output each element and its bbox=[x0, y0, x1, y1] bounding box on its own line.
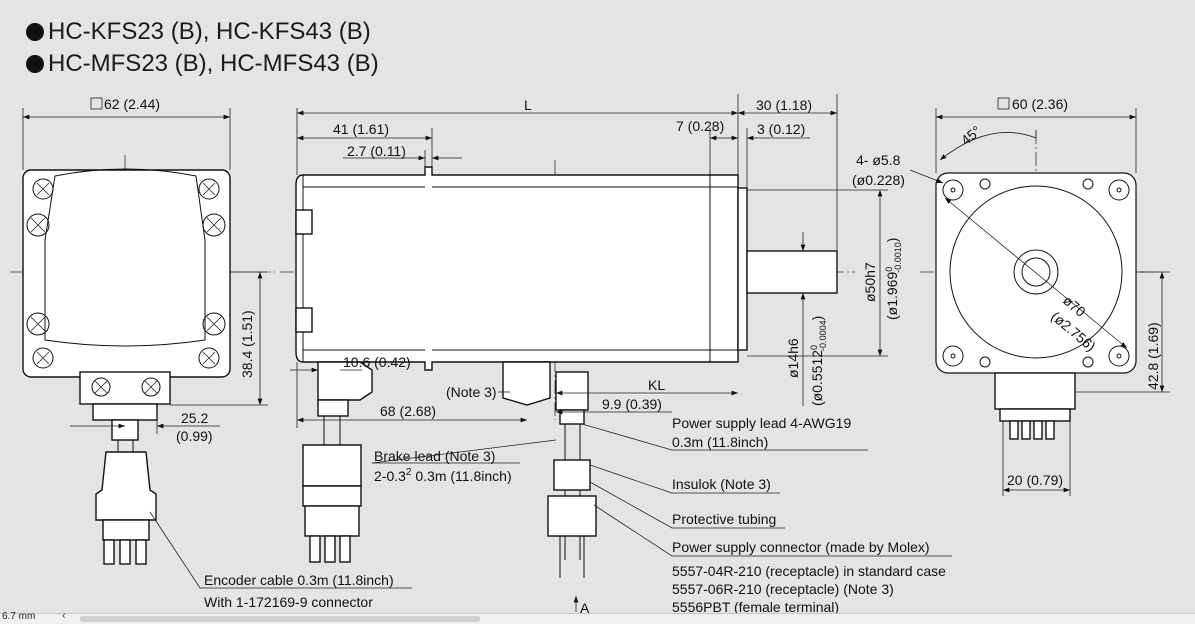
connector-part-3: 5556PBT (female terminal) bbox=[672, 599, 839, 613]
title-line-1: HC-KFS23 (B), HC-KFS43 (B) bbox=[26, 16, 379, 48]
dim-front-width: 62 (2.44) bbox=[104, 96, 160, 112]
dim-30: 30 (1.18) bbox=[756, 97, 812, 113]
encoder-end-view: 62 (2.44) 38.4 (1.51) 25.2 (0.99) bbox=[10, 96, 412, 589]
dim-phi-1969: (ø1.9690-0.0010) bbox=[884, 238, 903, 320]
brake-lead-label: Brake lead (Note 3) bbox=[374, 448, 495, 464]
dim-KL: KL bbox=[648, 377, 665, 393]
dim-L: L bbox=[524, 97, 532, 113]
dim-flange-width: 60 (2.36) bbox=[1012, 96, 1068, 112]
bullet-icon bbox=[26, 23, 44, 41]
dim-10-6: 10.6 (0.42) bbox=[343, 354, 411, 370]
dim-68: 68 (2.68) bbox=[380, 403, 436, 419]
dim-25-2: 25.2 bbox=[181, 410, 208, 426]
angle-45: 45° bbox=[958, 122, 985, 148]
side-view: A L 41 (1.61) 2.7 (0.11) 30 (1.18) 7 (0.… bbox=[280, 94, 952, 613]
dim-0-99: (0.99) bbox=[176, 428, 213, 444]
brake-lead-spec: 2-0.32 0.3m (11.8inch) bbox=[374, 467, 512, 484]
mounting-screw-icon bbox=[26, 178, 226, 369]
flange-end-view: 45° ø70 (ø2.756) 4- ø5.8 (ø0.228) 60 (2.… bbox=[852, 96, 1170, 496]
hole-size: 4- ø5.8 bbox=[856, 152, 901, 168]
connector-part-2: 5557-06R-210 (receptacle) (Note 3) bbox=[672, 581, 894, 597]
title-mfs: HC-MFS23 (B), HC-MFS43 (B) bbox=[48, 50, 379, 77]
title-line-2: HC-MFS23 (B), HC-MFS43 (B) bbox=[26, 48, 379, 80]
tubing-label: Protective tubing bbox=[672, 511, 776, 527]
dim-9-9: 9.9 (0.39) bbox=[602, 396, 662, 412]
connector-label: Power supply connector (made by Molex) bbox=[672, 539, 930, 555]
bullet-icon bbox=[26, 55, 44, 73]
dim-phi-14: ø14h6 bbox=[785, 338, 801, 378]
encoder-cable-label: Encoder cable 0.3m (11.8inch) bbox=[204, 572, 394, 588]
status-bar: 6.7 mm ‹ bbox=[0, 610, 1195, 624]
note3-label: (Note 3) bbox=[446, 384, 497, 400]
drawing-titles: HC-KFS23 (B), HC-KFS43 (B) HC-MFS23 (B),… bbox=[26, 16, 379, 80]
dim-41: 41 (1.61) bbox=[333, 121, 389, 137]
callout-labels: Power supply lead 4-AWG19 0.3m (11.8inch… bbox=[204, 415, 946, 613]
dim-42-8: 42.8 (1.69) bbox=[1145, 322, 1161, 390]
view-a-label: A bbox=[580, 600, 590, 613]
power-lead-label: Power supply lead 4-AWG19 bbox=[672, 415, 851, 431]
dim-38-4: 38.4 (1.51) bbox=[239, 310, 255, 378]
insulok-label: Insulok (Note 3) bbox=[672, 476, 771, 492]
dim-phi-0-5512: (ø0.55120-0.0004) bbox=[809, 316, 828, 406]
dim-3: 3 (0.12) bbox=[757, 121, 805, 137]
connector-part-1: 5557-04R-210 (receptacle) in standard ca… bbox=[672, 563, 946, 579]
dim-2-7: 2.7 (0.11) bbox=[347, 143, 406, 159]
dim-phi-50: ø50h7 bbox=[862, 262, 878, 302]
encoder-connector-label: With 1-172169-9 connector bbox=[204, 594, 373, 610]
dim-20: 20 (0.79) bbox=[1007, 472, 1063, 488]
scroll-left-icon[interactable]: ‹ bbox=[62, 610, 66, 622]
power-lead-length: 0.3m (11.8inch) bbox=[672, 434, 768, 450]
mounting-hole-icon bbox=[942, 178, 1130, 368]
title-kfs: HC-KFS23 (B), HC-KFS43 (B) bbox=[48, 18, 371, 45]
dim-7: 7 (0.28) bbox=[676, 118, 724, 134]
measurement-readout: 6.7 mm bbox=[2, 611, 36, 622]
horizontal-scrollbar[interactable] bbox=[80, 616, 480, 622]
hole-size-inch: (ø0.228) bbox=[852, 172, 905, 188]
